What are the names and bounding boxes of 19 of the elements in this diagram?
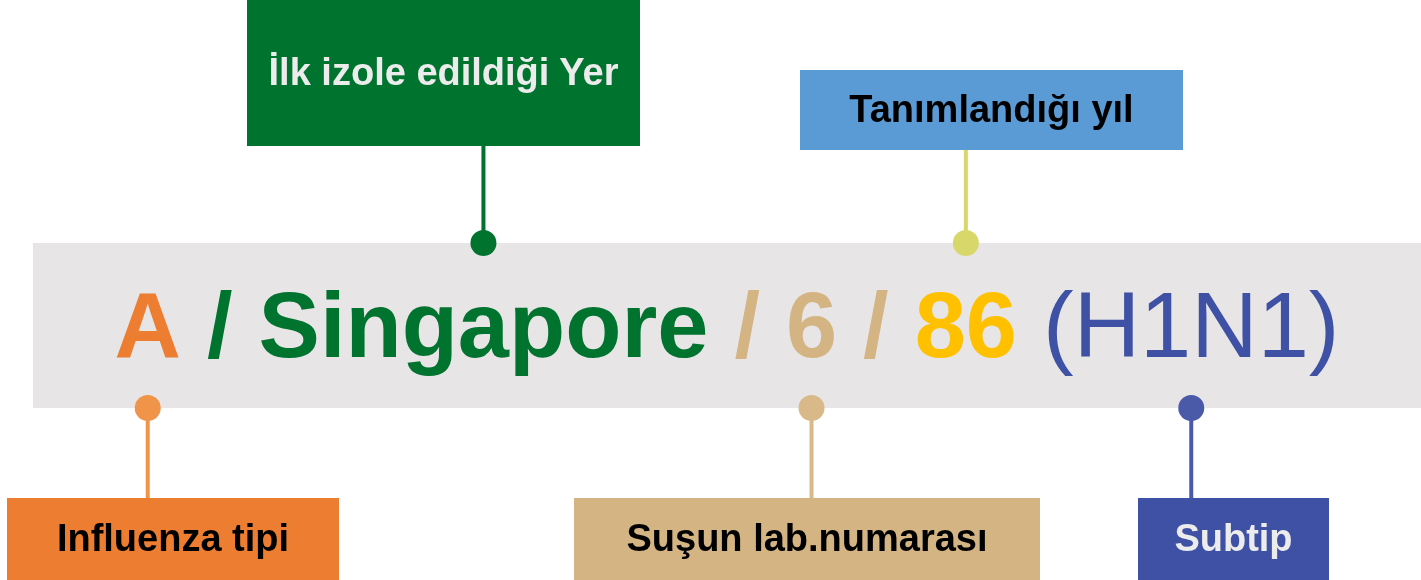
leader-line [952,150,979,256]
strain-name-part: 6 [785,243,838,408]
callout-box: Suşun lab.numarası [574,498,1040,580]
leader-line [1178,395,1205,498]
callout-box: Tanımlandığı yıl [800,70,1183,150]
callout-box: Influenza tipi [7,498,339,580]
strain-name-part: (H1N1) [1043,243,1340,408]
leader-line [470,146,497,256]
strain-name-bar [33,243,1421,408]
strain-name-part: Singapore [258,243,709,408]
callout-box: İlk izole edildiği Yer [247,0,640,146]
strain-name-part: 86 [914,243,1017,408]
leader-line [134,395,161,498]
strain-name-part: / [206,243,233,408]
callout-box: Subtip [1138,498,1329,580]
leader-line [798,395,825,498]
strain-name-part: / [863,243,889,408]
strain-name-part: A [114,243,181,408]
strain-name-part: / [734,243,760,408]
